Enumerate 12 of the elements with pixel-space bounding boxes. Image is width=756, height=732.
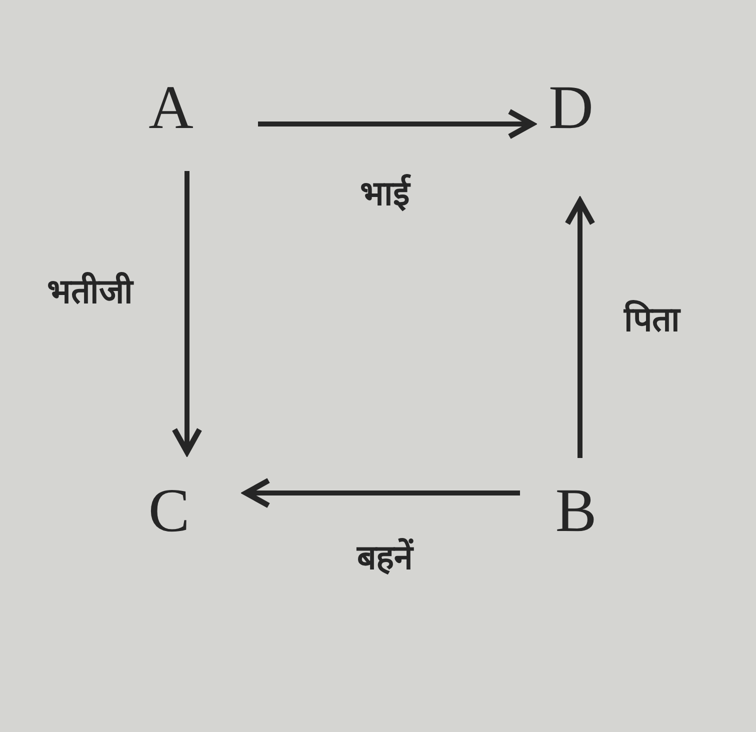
arrow — [172, 171, 202, 455]
edge-label: बहनें — [357, 537, 413, 579]
node-letter: C — [138, 478, 200, 544]
node-letter: A — [140, 75, 202, 141]
edge-label: पिता — [624, 299, 680, 341]
node-letter: D — [538, 75, 604, 141]
arrow — [258, 108, 535, 140]
edge-label: भतीजी — [47, 271, 133, 313]
edge-label: भाई — [360, 173, 410, 215]
node-letter: B — [545, 478, 607, 544]
arrow — [564, 198, 596, 458]
arrow — [243, 478, 520, 508]
